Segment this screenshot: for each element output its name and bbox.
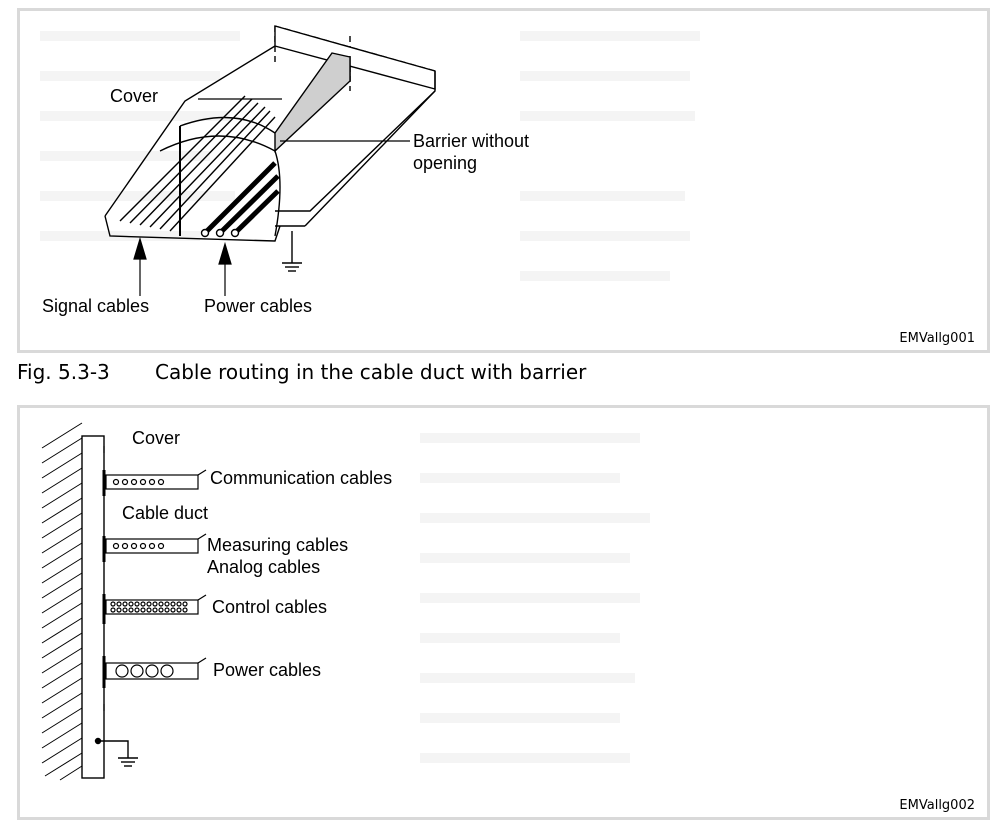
label-communication-cables: Communication cables: [210, 468, 392, 488]
duct-control: [102, 594, 207, 624]
mounting-plate: [81, 435, 105, 779]
duct-power: [102, 656, 207, 688]
cable-duct-barrier-drawing: Cover Barrier without opening Signal cab…: [40, 25, 700, 316]
label-cover: Cover: [110, 86, 158, 106]
label-barrier-line2: opening: [413, 153, 477, 173]
figure-number: Fig. 5.3-3: [17, 360, 110, 384]
label-barrier-line1: Barrier without: [413, 131, 529, 151]
label-power-cables: Power cables: [204, 296, 312, 316]
duct-communication: [102, 469, 207, 496]
label-cable-duct: Cable duct: [122, 503, 208, 523]
label-measuring-cables: Measuring cables: [207, 535, 348, 555]
duct-measuring: [102, 533, 207, 562]
label-analog-cables: Analog cables: [207, 557, 320, 577]
label-control-cables: Control cables: [212, 597, 327, 617]
figure-2-panel: Cover Communication cables Cable duct Me…: [17, 405, 990, 820]
figure-caption: Fig. 5.3-3 Cable routing in the cable duc…: [17, 360, 586, 384]
ground-symbol: [282, 231, 302, 272]
ground-symbol: [94, 737, 138, 767]
cable-duct: [104, 25, 436, 242]
label-cover: Cover: [132, 428, 180, 448]
figure-1-panel: Cover Barrier without opening Signal cab…: [17, 8, 990, 353]
leader-lines: [133, 98, 410, 296]
figure-title: Cable routing in the cable duct with bar…: [155, 360, 587, 384]
figure-code: EMVallg001: [899, 331, 975, 346]
wall-hatching: [41, 422, 83, 781]
figure-code: EMVallg002: [899, 798, 975, 813]
label-signal-cables: Signal cables: [42, 296, 149, 316]
cable-duct-wall-drawing: Cover Communication cables Cable duct Me…: [41, 422, 650, 781]
label-power-cables: Power cables: [213, 660, 321, 680]
background-bleed-text: [420, 433, 650, 763]
